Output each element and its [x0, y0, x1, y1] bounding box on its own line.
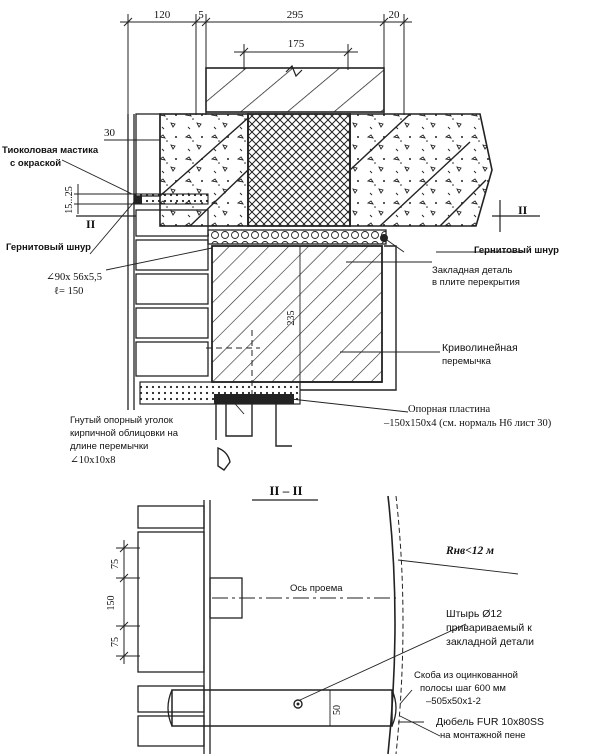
dim-15-25: 15...25	[64, 186, 75, 214]
window-frame-profile	[215, 404, 292, 447]
curved-lintel	[211, 245, 383, 383]
slab-hatch-line	[439, 179, 487, 227]
plan-brick-facing	[137, 500, 211, 754]
curved-wall-inner	[395, 495, 404, 754]
label-angle-2: ℓ= 150	[54, 286, 84, 297]
dim-75-b: 75	[110, 637, 121, 647]
right-concrete-slab	[349, 113, 493, 227]
bracket-strip	[171, 689, 393, 727]
label-plate-2: –150х150х4 (см. нормаль Н6 лист 30)	[384, 418, 552, 429]
label-embedded-1: Закладная деталь	[432, 265, 513, 276]
slab-hatch-line	[379, 141, 471, 227]
label-curved-2: перемычка	[442, 356, 491, 367]
dim-150: 150	[106, 596, 117, 611]
beam-hatch-line	[189, 169, 249, 227]
curved-wall-outer	[387, 495, 396, 754]
reference-dashed	[206, 330, 260, 440]
dim-120: 120	[154, 9, 171, 21]
leader-lines	[61, 159, 524, 415]
section-mark-right: II	[518, 203, 528, 217]
label-curved-1: Криволинейная	[442, 342, 518, 354]
label-pin-3: закладной детали	[446, 636, 535, 648]
label-bracket-3: –505х50х1-2	[426, 696, 481, 707]
label-embedded-2: в плите перекрытия	[432, 277, 520, 288]
label-bent-1: Гнутый опорный уголок	[70, 415, 173, 426]
label-radius: Rнв<12 м	[446, 545, 494, 557]
label-axis: Ось проема	[290, 583, 343, 594]
label-bracket-1: Скоба из оцинкованной	[414, 670, 518, 681]
label-dowel-1: Дюбель FUR 10х80SS	[436, 716, 544, 728]
plan-dim-chain	[116, 540, 140, 664]
pin-weld	[293, 699, 303, 709]
bracket-end-left	[167, 689, 173, 727]
upper-wall-block	[205, 67, 385, 113]
plan-leader-lines	[299, 559, 519, 737]
break-mark	[285, 64, 303, 78]
beam-hatch-line	[159, 117, 249, 197]
lintel-frame	[300, 245, 397, 391]
sealant-layer	[133, 193, 209, 205]
label-gernit-left: Гернитовый шнур	[6, 242, 91, 253]
dim-50: 50	[332, 705, 343, 715]
label-bent-2: кирпичной облицовки на	[70, 428, 179, 439]
label-bracket-2: полосы шаг 600 мм	[420, 683, 506, 694]
slab-hatch-line	[349, 113, 411, 171]
dim-235: 235	[286, 311, 297, 326]
label-pin-1: Штырь Ø12	[446, 608, 503, 620]
dim-30: 30	[104, 127, 116, 139]
section-mark-left: II	[86, 217, 96, 231]
label-pin-2: приваривaемый к	[446, 622, 532, 634]
top-dimension-chain	[120, 14, 412, 115]
left-concrete-beam	[159, 113, 249, 227]
label-bent-4: ∠10х10х8	[70, 455, 116, 466]
insulation-strip	[207, 229, 387, 245]
thermal-insert	[247, 113, 351, 227]
dim-20: 20	[389, 9, 401, 21]
label-thiokol-1: Тиоколовая мастика	[2, 145, 99, 156]
brick-facing	[127, 113, 209, 410]
label-dowel-2: на монтажной пене	[440, 730, 526, 741]
label-plate-1: Опорная пластина	[408, 404, 491, 415]
support-plate	[214, 394, 294, 404]
label-gernit-right: Гернитовый шнур	[474, 245, 559, 256]
dim-295: 295	[287, 9, 304, 21]
gernit-cord-left	[134, 196, 142, 204]
dim-75-a: 75	[110, 559, 121, 569]
dim-5: 5	[198, 9, 204, 21]
bracket-end-right	[391, 689, 397, 727]
pin-center	[296, 702, 300, 706]
label-thiokol-2: с окраской	[10, 158, 62, 169]
section-title: II – II	[269, 483, 302, 498]
label-bent-3: длине перемычки	[70, 441, 149, 452]
drip-profile	[217, 446, 231, 471]
dim-175: 175	[288, 38, 305, 50]
label-angle-1: ∠90х 56х5,5	[46, 272, 103, 283]
